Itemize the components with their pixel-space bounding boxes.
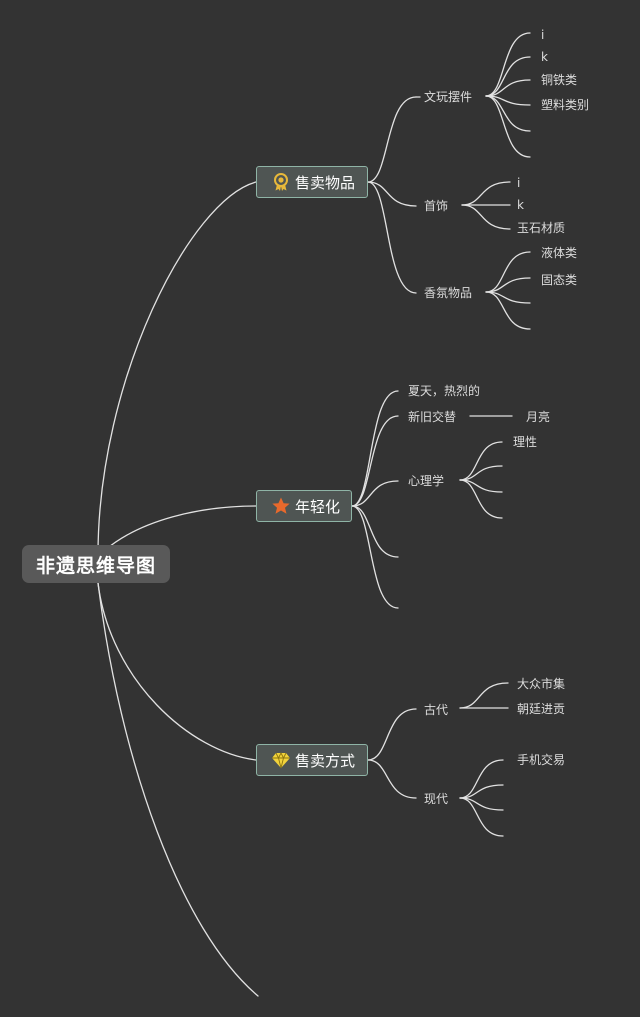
- leaf-label[interactable]: i: [517, 176, 521, 190]
- diamond-icon: [271, 750, 291, 770]
- connector-line: [485, 95, 531, 158]
- connector-line: [459, 441, 503, 481]
- connector-line: [485, 251, 531, 293]
- connector-line: [367, 181, 417, 207]
- leaf-label[interactable]: 塑料类别: [541, 98, 590, 112]
- connector-line: [367, 96, 417, 183]
- subtopic-label[interactable]: 文玩摆件: [424, 90, 473, 104]
- trunk-line: [97, 582, 259, 997]
- trunk-line: [97, 582, 257, 761]
- subtopic-label[interactable]: 香氛物品: [424, 286, 473, 300]
- connector-line: [459, 759, 504, 799]
- leaf-label[interactable]: 固态类: [541, 273, 578, 287]
- leaf-label[interactable]: 手机交易: [517, 753, 566, 767]
- leaf-label[interactable]: 铜铁类: [541, 73, 578, 87]
- branch-node-sell-items[interactable]: 售卖物品: [256, 166, 368, 198]
- branch-label: 年轻化: [295, 497, 341, 516]
- subtopic-label[interactable]: 古代: [424, 703, 449, 717]
- connector-line: [459, 797, 504, 837]
- connector-line: [485, 56, 531, 97]
- trunk-line: [97, 181, 257, 556]
- leaf-label[interactable]: 月亮: [526, 410, 551, 424]
- leaf-label[interactable]: k: [517, 198, 524, 212]
- connector-line: [351, 505, 399, 609]
- leaf-label[interactable]: 朝廷进贡: [517, 702, 566, 716]
- subtopic-label[interactable]: 夏天，热烈的: [408, 384, 481, 398]
- leaf-label[interactable]: 理性: [513, 435, 538, 449]
- subtopic-label[interactable]: 现代: [424, 792, 449, 806]
- branch-label: 售卖方式: [295, 751, 356, 770]
- subtopic-label[interactable]: 首饰: [424, 199, 449, 213]
- connector-line: [485, 291, 531, 330]
- subtopic-label[interactable]: 新旧交替: [408, 410, 457, 424]
- connector-line: [461, 204, 511, 230]
- branch-node-sell-methods[interactable]: 售卖方式: [256, 744, 368, 776]
- trunk-line: [103, 505, 257, 552]
- subtopic-label[interactable]: 心理学: [408, 474, 445, 488]
- connector-line: [459, 479, 503, 519]
- award-ribbon-icon: [271, 172, 291, 192]
- leaf-label[interactable]: 大众市集: [517, 677, 566, 691]
- branch-node-youthful[interactable]: 年轻化: [256, 490, 352, 522]
- connector-line: [351, 390, 399, 507]
- connector-line: [459, 682, 509, 709]
- connector-line: [367, 181, 417, 294]
- connector-line: [351, 415, 399, 507]
- connector-line: [351, 505, 399, 558]
- connector-line: [351, 480, 399, 507]
- connector-line: [485, 79, 531, 97]
- connector-line: [461, 181, 511, 206]
- connector-line: [485, 32, 531, 97]
- root-node[interactable]: 非遗思维导图: [22, 545, 170, 583]
- leaf-label[interactable]: i: [541, 28, 545, 42]
- connector-line: [485, 277, 531, 293]
- connector-line: [367, 708, 417, 761]
- leaf-label[interactable]: 玉石材质: [517, 221, 566, 235]
- connector-line: [367, 759, 417, 799]
- leaf-label[interactable]: 液体类: [541, 246, 578, 260]
- star-icon: [271, 496, 291, 516]
- leaf-label[interactable]: k: [541, 50, 548, 64]
- branch-label: 售卖物品: [295, 173, 356, 192]
